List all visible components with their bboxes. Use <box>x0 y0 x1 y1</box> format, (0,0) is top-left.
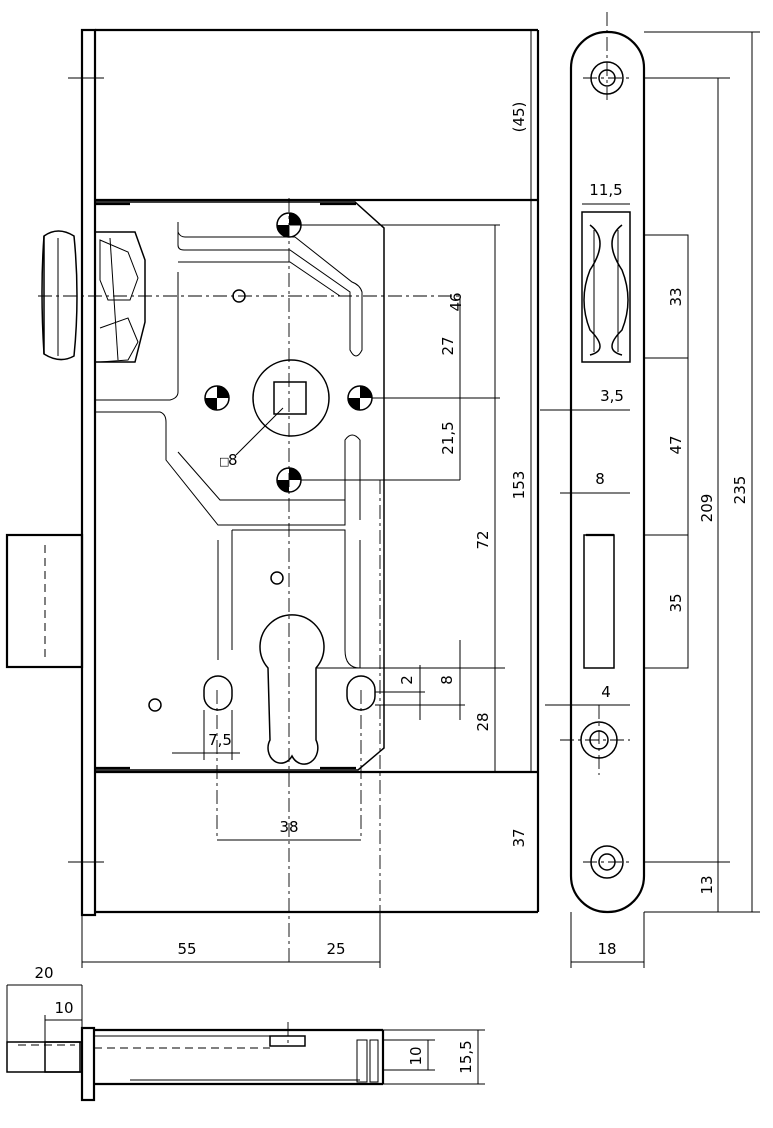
dim-15-5: 15,5 <box>457 1040 475 1073</box>
dim-4: 4 <box>601 683 611 701</box>
dim-38: 38 <box>279 818 298 836</box>
dim-7-5: 7,5 <box>208 731 232 749</box>
faceplate-front <box>80 28 97 917</box>
dim-8-small: 8 <box>438 675 456 685</box>
bottom-view: 20 10 10 15,5 <box>6 964 485 1102</box>
dim-18: 18 <box>597 940 616 958</box>
dim-13: 13 <box>698 875 716 894</box>
dim-10-left: 10 <box>54 999 73 1017</box>
dim-235: 235 <box>731 476 749 505</box>
dim-28: 28 <box>474 712 492 731</box>
dim-21-5: 21,5 <box>439 421 457 454</box>
dim-10-right: 10 <box>407 1046 425 1065</box>
faceplate-side <box>569 30 646 914</box>
dim-20: 20 <box>34 964 53 982</box>
dim-47: 47 <box>667 435 685 454</box>
mechanism-plate <box>95 201 385 771</box>
euro-cylinder-cutout <box>259 614 325 765</box>
dim-153: 153 <box>510 471 528 500</box>
dim-209: 209 <box>698 494 716 523</box>
dead-bolt <box>5 533 84 669</box>
follower-hub <box>252 359 330 437</box>
square-spindle-hole <box>273 381 307 415</box>
front-view: (45) 46 27 21,5 153 72 2 8 28 7,5 38 37 <box>5 28 540 968</box>
dim-46: 46 <box>447 292 465 311</box>
square-8-label: 8 <box>228 451 238 469</box>
dim-2: 2 <box>398 675 416 685</box>
dim-35: 35 <box>667 593 685 612</box>
dim-72: 72 <box>474 530 492 549</box>
dim-25: 25 <box>326 940 345 958</box>
dim-33: 33 <box>667 287 685 306</box>
dim-11-5: 11,5 <box>589 181 622 199</box>
dim-37: 37 <box>510 828 528 847</box>
dim-27: 27 <box>439 336 457 355</box>
dim-8: 8 <box>595 470 605 488</box>
latch-bolt <box>41 230 146 363</box>
square-symbol: □ <box>219 455 229 468</box>
side-view: 11,5 33 3,5 47 8 35 209 235 4 13 <box>540 12 760 968</box>
dim-45: (45) <box>510 102 528 133</box>
dim-55: 55 <box>177 940 196 958</box>
dim-3-5: 3,5 <box>600 387 624 405</box>
